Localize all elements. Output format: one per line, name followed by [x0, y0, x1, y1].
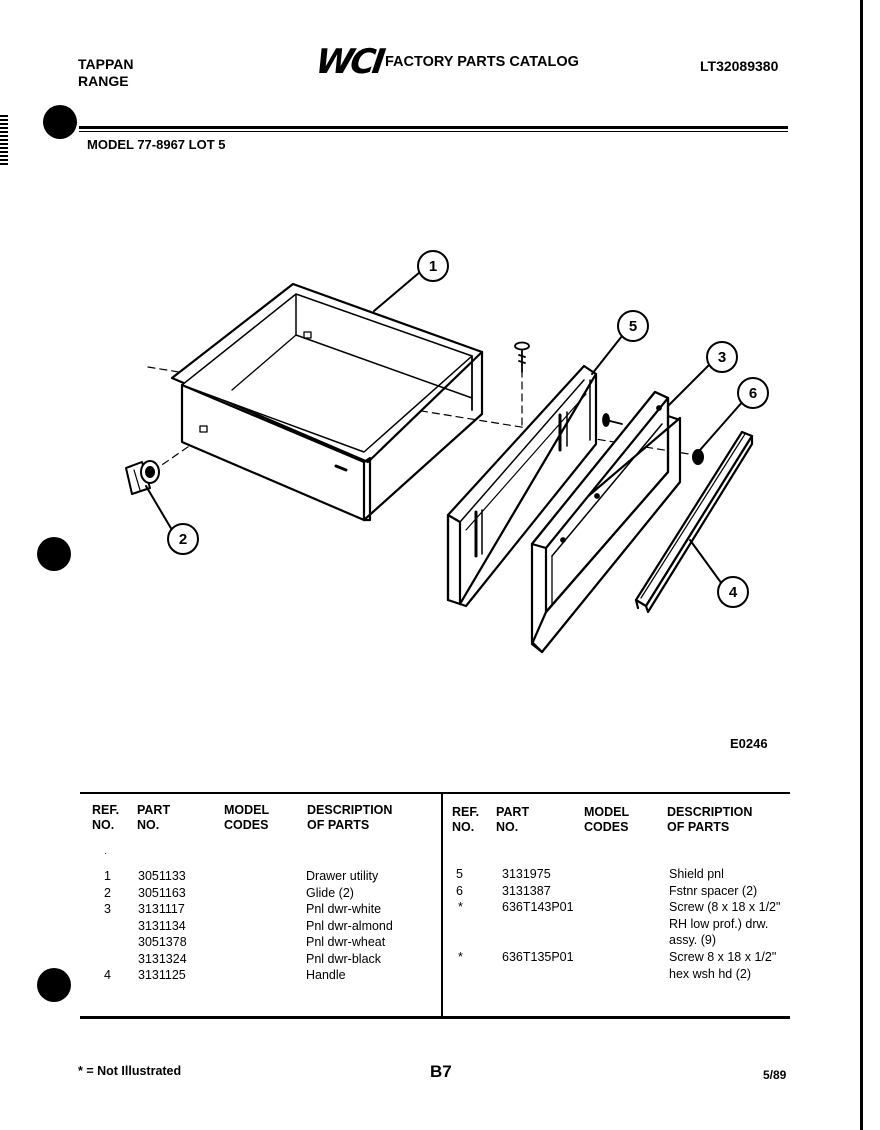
- table-bottom-rule: [80, 1016, 790, 1019]
- table-row: 3131324 Pnl dwr-black: [138, 951, 382, 966]
- header-ref-no-left: REF.NO.: [92, 803, 120, 832]
- callout-5: [617, 310, 649, 342]
- table-row: 2 3051163 Glide (2): [104, 885, 354, 900]
- scan-edge-mark: [0, 115, 8, 165]
- callouts: [145, 250, 769, 608]
- brand-name: TAPPAN: [78, 56, 134, 72]
- callout-4: [717, 576, 749, 608]
- callout-6: [737, 377, 769, 409]
- binder-hole-middle: [37, 537, 71, 571]
- exploded-parts-diagram: 1 2 3 4 5 6: [125, 250, 769, 654]
- table-row: * 636T135P01 Screw 8 x 18 x 1/2" hex wsh…: [458, 950, 777, 981]
- page-right-border: [860, 0, 863, 1130]
- binder-hole-bottom: [37, 968, 71, 1002]
- callout-numbers: 1 2 3 4 5 6: [179, 258, 757, 601]
- table-row: 1 3051133 Drawer utility: [104, 869, 379, 883]
- product-type: RANGE: [78, 73, 129, 89]
- callout-3-label: 3: [718, 349, 726, 366]
- part-drawer-front-panel: [530, 390, 682, 654]
- figure-code: E0246: [730, 736, 768, 751]
- callout-2: [167, 523, 199, 555]
- part-screw-horizontal: [602, 413, 623, 427]
- part-fastener-spacer: [692, 449, 704, 465]
- not-illustrated-legend: * = Not Illustrated: [78, 1064, 182, 1078]
- table-row: 3131134 Pnl dwr-almond: [138, 918, 393, 933]
- header-rule-thin: [79, 131, 788, 132]
- callout-3: [706, 341, 738, 373]
- parts-table-right: 5 3131975 Shield pnl 6 3131387 Fstnr spa…: [442, 866, 792, 983]
- table-row: 6 3131387 Fstnr spacer (2): [456, 883, 758, 898]
- catalog-number: LT32089380: [700, 58, 779, 74]
- part-glide: [125, 460, 160, 495]
- brand-block: TAPPAN RANGE: [78, 56, 133, 90]
- parts-table-left: 1 3051133 Drawer utility 2 3051163 Glide…: [80, 868, 440, 984]
- callout-2-label: 2: [179, 531, 187, 548]
- table-row: 4 3131125 Handle: [104, 968, 346, 982]
- model-line: MODEL 77-8967 LOT 5: [87, 137, 226, 152]
- catalog-title: FACTORY PARTS CATALOG: [385, 54, 579, 70]
- page-number: B7: [430, 1062, 452, 1081]
- table-column-divider: [441, 794, 443, 1016]
- table-row: 5 3131975 Shield pnl: [456, 867, 724, 881]
- header-ref-no-right: REF.NO.: [452, 805, 480, 834]
- part-handle: [634, 430, 754, 614]
- table-row: * 636T143P01 Screw (8 x 18 x 1/2" RH low…: [458, 900, 781, 947]
- callout-1: [417, 250, 449, 282]
- table-top-rule: [80, 792, 790, 794]
- callout-5-label: 5: [629, 318, 637, 335]
- header-rule-thick: [79, 126, 788, 129]
- table-row: 3 3131117 Pnl dwr-white: [104, 902, 382, 916]
- callout-4-label: 4: [729, 584, 738, 601]
- part-shield-panel: [446, 364, 598, 608]
- revision-date: 5/89: [763, 1068, 787, 1082]
- callout-1-label: 1: [429, 258, 437, 275]
- table-row: 3051378 Pnl dwr-wheat: [138, 935, 386, 949]
- callout-6-label: 6: [749, 385, 757, 402]
- binder-hole-top: [43, 105, 77, 139]
- table-tick-mark: ·: [104, 848, 108, 859]
- part-drawer-body: [170, 282, 484, 522]
- part-screw-vertical: [514, 341, 530, 373]
